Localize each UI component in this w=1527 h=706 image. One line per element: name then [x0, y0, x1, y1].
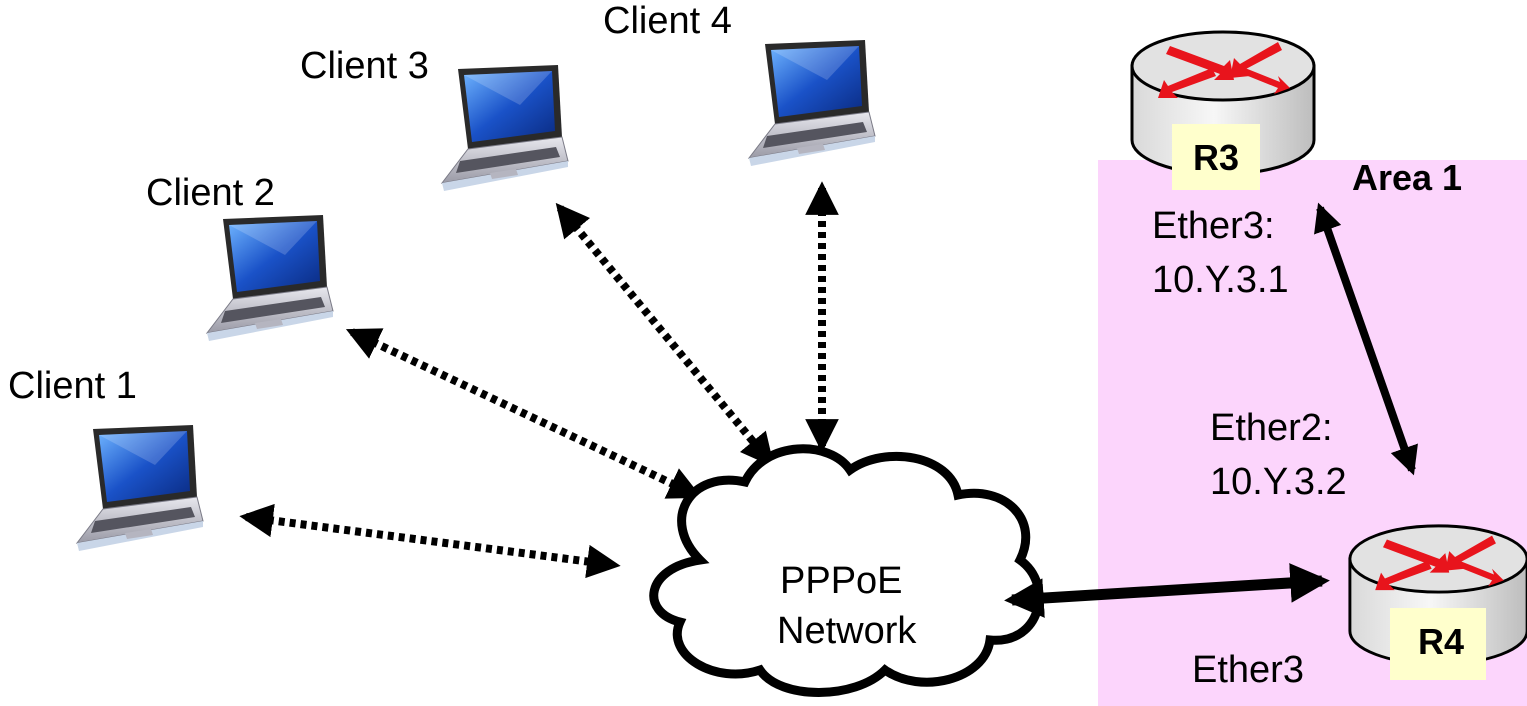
r3-interface-name: Ether3: [1152, 205, 1275, 247]
client-1-laptop-icon[interactable] [76, 425, 204, 552]
client-4-label: Client 4 [603, 0, 732, 42]
link-cloud-r4 [1004, 563, 1330, 618]
r4-interface-ip: 10.Y.3.2 [1210, 461, 1347, 503]
cloud-label-line2: Network [777, 610, 917, 652]
client-2-laptop-icon[interactable] [206, 215, 334, 342]
link-client-1 [239, 503, 621, 579]
r4-cloud-interface: Ether3 [1192, 649, 1304, 691]
client-3-laptop-icon[interactable] [441, 65, 569, 192]
router-r4-label: R4 [1418, 621, 1464, 662]
client-3-label: Client 3 [300, 45, 429, 87]
client-1-label: Client 1 [8, 365, 137, 407]
router-r3-label-box [1172, 124, 1260, 190]
area-1-label: Area 1 [1352, 157, 1462, 198]
cloud-label-line1: PPPoE [780, 560, 903, 602]
client-2-label: Client 2 [146, 172, 275, 214]
link-r3-r4 [1314, 202, 1418, 476]
router-r4-label-box [1390, 608, 1486, 680]
r4-interface-name: Ether2: [1210, 407, 1333, 449]
link-client-3 [555, 202, 775, 468]
router-r3-label: R3 [1193, 137, 1239, 178]
client-4-laptop-icon[interactable] [748, 40, 876, 167]
link-client-2 [345, 328, 703, 499]
r3-interface-ip: 10.Y.3.1 [1152, 259, 1289, 301]
